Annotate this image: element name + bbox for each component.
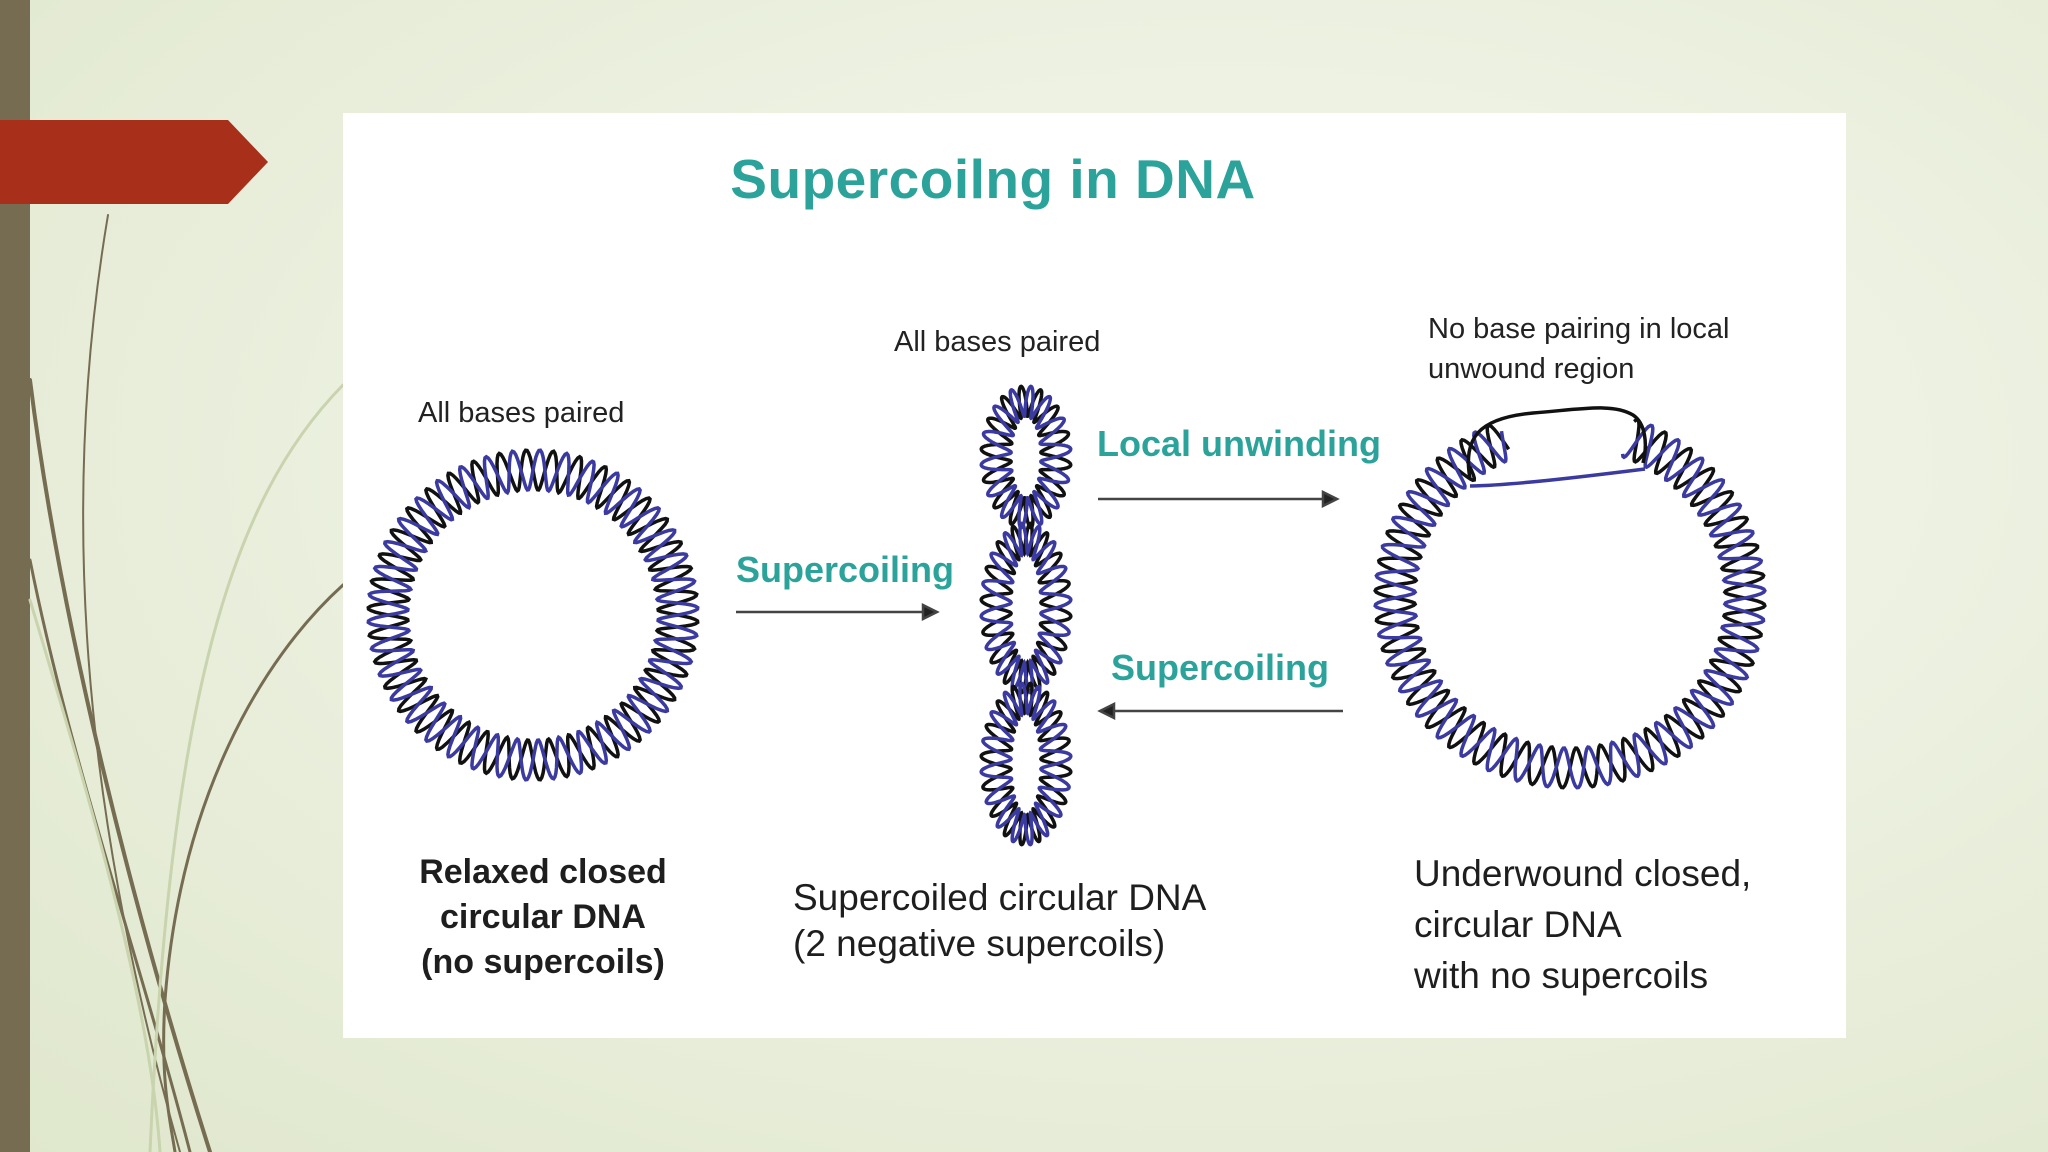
- caption-underwound: Underwound closed, circular DNA with no …: [1414, 848, 1751, 1001]
- label-right-no-base-pairing-1: No base pairing in local: [1428, 313, 1730, 345]
- relaxed-dna-strand-b: [366, 448, 700, 782]
- supercoiling-arrow-2-head: [1097, 701, 1116, 721]
- label-local-unwinding: Local unwinding: [1097, 423, 1381, 464]
- diagram-canvas: [366, 384, 1767, 847]
- supercoiling-arrow-1-head: [921, 602, 940, 622]
- label-right-no-base-pairing-2: unwound region: [1428, 353, 1635, 385]
- accent-arrow-banner: [0, 120, 268, 204]
- label-middle-all-bases-paired: All bases paired: [894, 326, 1101, 358]
- underwound-dna-strand-a: [1373, 417, 1767, 790]
- local-unwinding-arrow-head: [1321, 489, 1340, 509]
- caption-supercoiled: Supercoiled circular DNA (2 negative sup…: [793, 875, 1206, 967]
- caption-underwound-line-3: with no supercoils: [1414, 955, 1709, 996]
- supercoiled-lobe-top-strand-b: [979, 384, 1073, 530]
- caption-underwound-line-1: Underwound closed,: [1414, 853, 1752, 894]
- caption-supercoiled-line-2: (2 negative supercoils): [793, 923, 1166, 964]
- label-supercoiling-1: Supercoiling: [736, 549, 955, 590]
- caption-relaxed-line-3: (no supercoils): [421, 943, 665, 981]
- caption-underwound-line-2: circular DNA: [1414, 904, 1622, 945]
- unwound-bubble-strand-a: [1466, 406, 1647, 480]
- caption-relaxed-line-1: Relaxed closed: [419, 853, 667, 891]
- underwound-dna-strand-b: [1373, 423, 1767, 790]
- label-supercoiling-2: Supercoiling: [1111, 647, 1330, 688]
- caption-supercoiled-line-1: Supercoiled circular DNA: [793, 877, 1207, 918]
- caption-relaxed: Relaxed closed circular DNA (no supercoi…: [393, 850, 693, 985]
- dna-supercoiling-figure: Supercoilng in DNA All bases paired All …: [343, 113, 1846, 1038]
- label-left-all-bases-paired: All bases paired: [418, 397, 625, 429]
- supercoiled-lobe-middle-strand-b: [979, 521, 1073, 695]
- caption-relaxed-line-2: circular DNA: [440, 898, 646, 936]
- unwound-bubble-strand-b: [1469, 467, 1646, 488]
- supercoiled-lobe-bottom-strand-b: [979, 681, 1073, 847]
- figure-title: Supercoilng in DNA: [730, 148, 1256, 210]
